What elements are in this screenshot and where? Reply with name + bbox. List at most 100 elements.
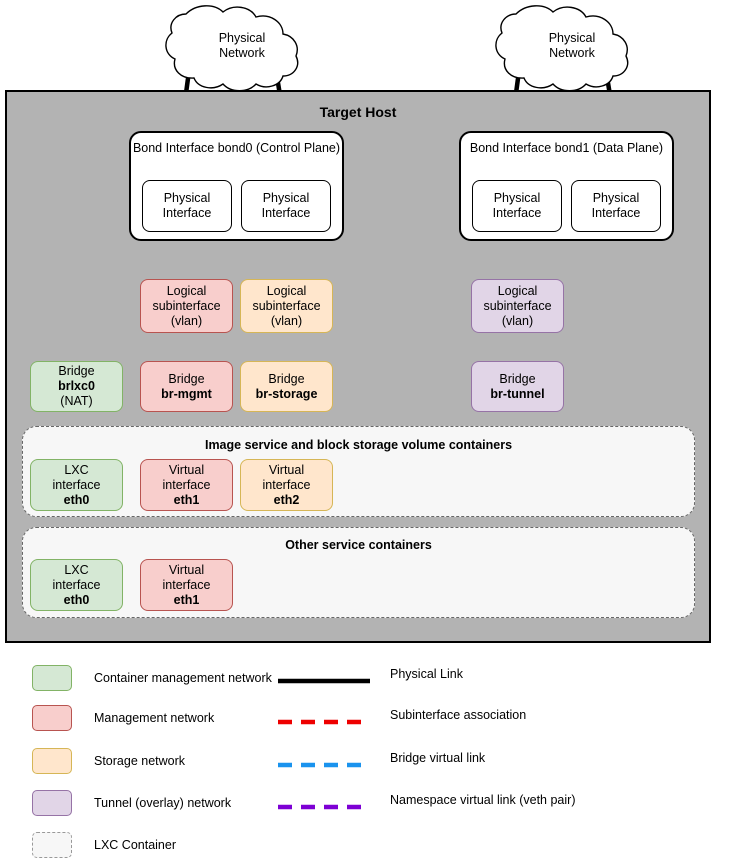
legend-line-namespace-icon <box>278 797 370 810</box>
bridge-br-tunnel[interactable]: Bridge br-tunnel <box>471 361 564 412</box>
bridge-br-mgmt[interactable]: Bridge br-mgmt <box>140 361 233 412</box>
bridge-br-storage[interactable]: Bridge br-storage <box>240 361 333 412</box>
cloud-right-line2: Network <box>549 46 595 60</box>
legend-label-physical-link: Physical Link <box>390 667 463 681</box>
pif-line1: Physical <box>592 191 640 205</box>
bridge-line2: br-mgmt <box>161 386 212 401</box>
subif-line2: subinterface <box>152 298 221 313</box>
lxc-group-image-block-storage <box>22 426 695 517</box>
legend-swatch-container-management <box>32 665 72 691</box>
legend-label-bridge-virtual-link: Bridge virtual link <box>390 751 486 765</box>
subif-line1: Logical <box>166 283 207 298</box>
bond1-physical-interface-1[interactable]: Physical Interface <box>472 180 562 232</box>
if-line1: LXC <box>64 462 89 477</box>
legend-link-namespace: Namespace virtual link (veth pair) <box>278 793 576 810</box>
legend-link-bridge: Bridge virtual link <box>278 751 486 768</box>
pif-line2: Interface <box>162 206 212 220</box>
legend-line-subinterface-icon <box>278 712 370 725</box>
if-line1: Virtual <box>168 462 205 477</box>
cloud-left-line2: Network <box>219 46 265 60</box>
logical-subinterface-storage[interactable]: Logical subinterface (vlan) <box>240 279 333 333</box>
bond0-label: Bond Interface bond0 (Control Plane) <box>131 141 342 156</box>
bridge-line2: br-tunnel <box>490 386 545 401</box>
if-line1: LXC <box>64 562 89 577</box>
legend-line-bridge-icon <box>278 755 370 768</box>
bridge-line2: br-storage <box>255 386 318 401</box>
bond0-line2: bond0 <box>217 141 253 155</box>
legend-label-namespace-virtual-link: Namespace virtual link (veth pair) <box>390 793 576 807</box>
container-interface-eth0-image[interactable]: LXC interface eth0 <box>30 459 123 511</box>
legend-swatch-tunnel <box>32 790 72 816</box>
legend-label-storage: Storage network <box>94 753 186 768</box>
pif-line2: Interface <box>261 206 311 220</box>
bond0-line3: (Control Plane) <box>255 141 341 155</box>
legend-link-subinterface: Subinterface association <box>278 708 527 725</box>
legend-network-lxc-container: LXC Container <box>32 832 176 858</box>
legend-network-tunnel: Tunnel (overlay) network <box>32 790 231 816</box>
bond1-line3: (Data Plane) <box>592 141 664 155</box>
legend-label-management: Management network <box>94 710 215 725</box>
container-interface-eth0-other[interactable]: LXC interface eth0 <box>30 559 123 611</box>
bond1-line1: Bond Interface <box>469 141 552 155</box>
subif-line1: Logical <box>266 283 307 298</box>
legend-label-subinterface-association: Subinterface association <box>390 708 527 722</box>
cloud-right-line1: Physical <box>548 31 596 45</box>
if-line3: eth1 <box>173 592 200 607</box>
if-line3: eth2 <box>273 492 300 507</box>
if-line1: Virtual <box>268 462 305 477</box>
bridge-line1: Bridge <box>168 371 205 386</box>
container-interface-eth1-image[interactable]: Virtual interface eth1 <box>140 459 233 511</box>
legend-line-physical-icon <box>278 671 370 684</box>
bond1-label: Bond Interface bond1 (Data Plane) <box>461 141 672 156</box>
if-line2: interface <box>162 477 211 492</box>
cloud-left-line1: Physical <box>218 31 266 45</box>
legend-link-physical: Physical Link <box>278 667 463 684</box>
logical-subinterface-mgmt[interactable]: Logical subinterface (vlan) <box>140 279 233 333</box>
if-line1: Virtual <box>168 562 205 577</box>
container-interface-eth2-image[interactable]: Virtual interface eth2 <box>240 459 333 511</box>
if-line2: interface <box>262 477 311 492</box>
bond1-physical-interface-2[interactable]: Physical Interface <box>571 180 661 232</box>
legend-label-container-management: Container management network <box>94 670 272 685</box>
if-line2: interface <box>52 577 101 592</box>
bridge-line2: brlxc0 <box>58 379 95 393</box>
bridge-line1: Bridge <box>58 364 95 378</box>
container-interface-eth1-other[interactable]: Virtual interface eth1 <box>140 559 233 611</box>
cloud-left-label: Physical Network <box>186 22 298 70</box>
subif-line2: subinterface <box>483 298 552 313</box>
legend-swatch-storage <box>32 748 72 774</box>
legend-network-container-management: Container management network <box>32 665 272 691</box>
subif-line3: (vlan) <box>270 313 303 328</box>
pif-line2: Interface <box>492 206 542 220</box>
bond0-physical-interface-1[interactable]: Physical Interface <box>142 180 232 232</box>
bridge-line3: (NAT) <box>60 394 93 408</box>
if-line2: interface <box>162 577 211 592</box>
pif-line1: Physical <box>493 191 541 205</box>
if-line3: eth0 <box>63 492 90 507</box>
bond0-physical-interface-2[interactable]: Physical Interface <box>241 180 331 232</box>
pif-line1: Physical <box>262 191 310 205</box>
pif-line1: Physical <box>163 191 211 205</box>
bond0-line1: Bond Interface <box>132 141 215 155</box>
cloud-right-label: Physical Network <box>516 22 628 70</box>
if-line2: interface <box>52 477 101 492</box>
legend-label-lxc-container: LXC Container <box>94 837 176 852</box>
logical-subinterface-tunnel[interactable]: Logical subinterface (vlan) <box>471 279 564 333</box>
lxc-group-other-services <box>22 527 695 618</box>
lxc-group-other-services-title: Other service containers <box>285 538 432 552</box>
subif-line2: subinterface <box>252 298 321 313</box>
pif-line2: Interface <box>591 206 641 220</box>
legend-label-tunnel: Tunnel (overlay) network <box>94 795 232 810</box>
bridge-line1: Bridge <box>499 371 536 386</box>
legend: Container management network Management … <box>0 655 732 858</box>
subif-line3: (vlan) <box>170 313 203 328</box>
legend-swatch-lxc-container <box>32 832 72 858</box>
legend-network-storage: Storage network <box>32 748 185 774</box>
subif-line3: (vlan) <box>501 313 534 328</box>
legend-swatch-management <box>32 705 72 731</box>
bridge-line1: Bridge <box>268 371 305 386</box>
lxc-group-image-block-storage-title: Image service and block storage volume c… <box>204 438 513 452</box>
if-line3: eth0 <box>63 592 90 607</box>
bridge-brlxc0[interactable]: Bridge brlxc0 (NAT) <box>30 361 123 412</box>
